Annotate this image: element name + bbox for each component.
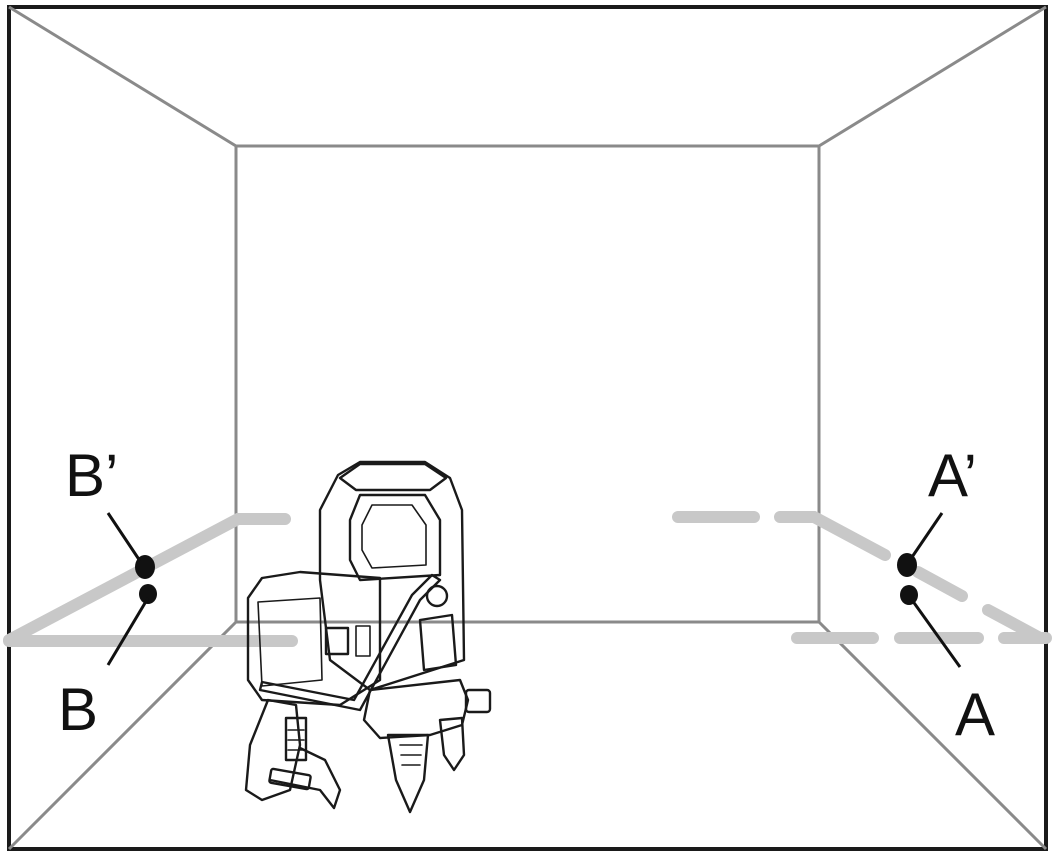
point-a-mark — [900, 585, 918, 605]
back-wall — [234, 144, 821, 624]
label-b: B — [58, 676, 98, 743]
leader-a — [910, 599, 962, 668]
leader-a-prime — [908, 512, 944, 561]
device-battery-pack — [246, 570, 382, 707]
label-a-prime: A’ — [928, 442, 977, 509]
leader-b — [106, 597, 150, 666]
room-perspective — [7, 5, 1048, 851]
device-legs — [244, 698, 466, 814]
device-base — [362, 678, 470, 740]
laser-line-right-wall-upper-2 — [912, 566, 968, 602]
laser-line-right-wall-upper — [774, 511, 891, 561]
device-side-knob — [464, 688, 492, 714]
laser-level-device — [244, 460, 492, 814]
ceiling-edge-left — [8, 5, 237, 148]
label-a: A — [955, 681, 995, 748]
device-body — [318, 460, 466, 692]
laser-line-left-wall-upper — [3, 513, 291, 646]
device-top-cap — [338, 462, 448, 492]
label-b-prime: B’ — [65, 442, 118, 509]
device-laser-window — [348, 493, 442, 582]
floor-edge-left — [7, 620, 238, 851]
point-b-mark — [139, 584, 157, 604]
floor-edge-right — [817, 620, 1048, 851]
outer-frame — [7, 5, 1048, 851]
device-leg-plate — [268, 767, 312, 791]
device-side-window — [418, 613, 458, 672]
point-labels: B’ B A’ A — [58, 442, 995, 748]
device-power-button — [425, 584, 449, 608]
device-handle — [258, 573, 442, 712]
ceiling-edge-right — [818, 5, 1047, 148]
leader-b-prime — [106, 512, 142, 562]
marks — [106, 512, 962, 668]
